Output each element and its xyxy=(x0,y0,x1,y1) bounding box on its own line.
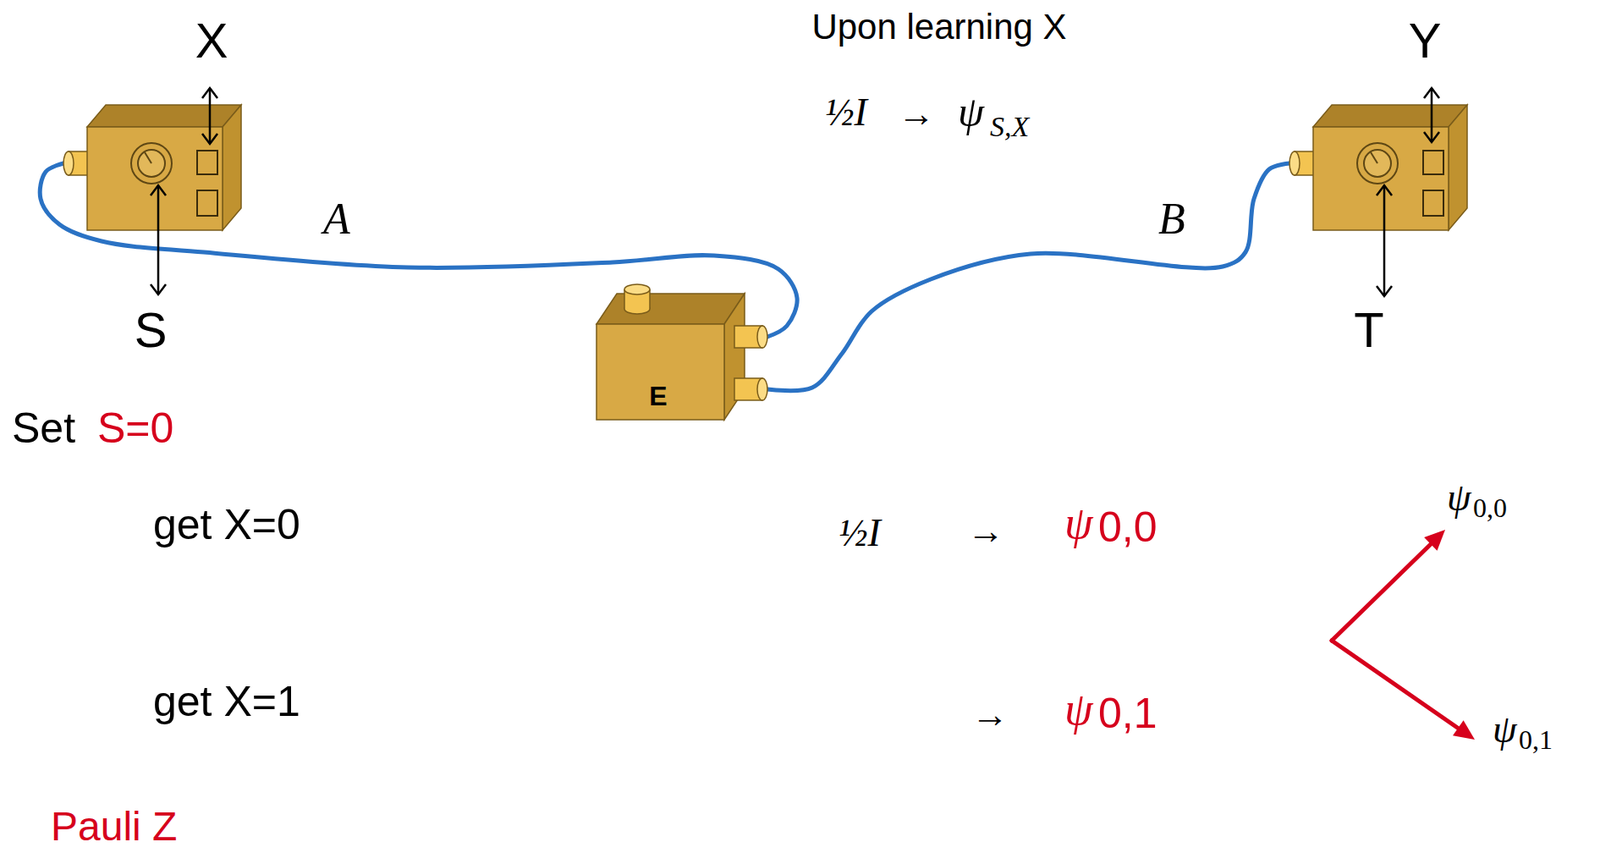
math-symbol: ψ xyxy=(1064,682,1094,736)
note-text: Pauli Z xyxy=(50,802,177,850)
arrow-shaft xyxy=(208,87,212,144)
arrow-head xyxy=(202,87,218,99)
box-art xyxy=(63,104,242,231)
math-term: ½I xyxy=(838,511,881,556)
box-side xyxy=(1448,104,1468,231)
setting-label: X xyxy=(195,12,229,70)
arrow-head xyxy=(1424,87,1440,99)
knob-pointer xyxy=(144,152,152,164)
knob-pointer xyxy=(1370,152,1378,164)
box-art xyxy=(592,279,768,420)
double-arrow xyxy=(1424,87,1440,143)
arrow-shaft xyxy=(1430,87,1434,143)
indicator-square xyxy=(1423,190,1444,216)
button-top xyxy=(624,284,650,295)
math-symbol: ψ xyxy=(957,87,985,138)
measurement-device: XS xyxy=(63,104,242,231)
box-top xyxy=(87,104,242,127)
double-arrow xyxy=(150,185,166,295)
math-subscript: 0,0 xyxy=(1098,503,1158,553)
vector-line xyxy=(1331,544,1431,641)
step-text: Set xyxy=(11,404,76,454)
arrow-head xyxy=(150,284,166,295)
box-top xyxy=(596,293,745,325)
box-label: E xyxy=(648,380,667,413)
double-arrow xyxy=(202,87,218,144)
double-arrow xyxy=(1376,185,1392,297)
plug-end xyxy=(63,151,74,176)
box-front xyxy=(596,324,725,420)
math-term: ½I xyxy=(824,90,868,136)
arrow-head xyxy=(1376,185,1392,196)
box-top xyxy=(1313,104,1468,127)
box-front xyxy=(87,126,223,231)
math-arrow: → xyxy=(967,510,1005,554)
math-arrow: → xyxy=(897,93,935,137)
vector-subscript: 0,0 xyxy=(1473,492,1507,524)
plug-end xyxy=(757,325,768,348)
measurement-device: YT xyxy=(1289,104,1468,231)
setting-label: S xyxy=(134,302,168,359)
vector-label: ψ xyxy=(1446,475,1472,521)
heading-text: Upon learning X xyxy=(811,6,1067,48)
source-box: E xyxy=(592,279,768,420)
indicator-square xyxy=(197,190,218,216)
plug-end xyxy=(757,378,768,401)
indicator-square xyxy=(197,150,218,175)
math-subscript: 0,1 xyxy=(1098,689,1158,739)
vector-line xyxy=(1331,640,1459,729)
arrow-head xyxy=(150,185,166,196)
knob xyxy=(1357,142,1398,184)
vector-head xyxy=(1424,529,1446,551)
cable-label: A xyxy=(319,193,354,245)
vector-label: ψ xyxy=(1492,707,1518,753)
math-arrow: → xyxy=(971,693,1009,737)
cable xyxy=(767,163,1290,391)
box-art xyxy=(1289,104,1468,231)
arrow-head xyxy=(202,133,218,144)
arrow-shaft xyxy=(157,185,160,295)
knob xyxy=(131,142,172,184)
box-side xyxy=(222,104,242,231)
indicator-square xyxy=(1423,150,1444,175)
vector-subscript: 0,1 xyxy=(1518,724,1553,756)
math-symbol: ψ xyxy=(1064,496,1094,550)
arrow-shaft xyxy=(1383,185,1386,297)
knob-inner xyxy=(137,149,165,177)
knob-inner xyxy=(1363,149,1392,177)
cable-label: B xyxy=(1154,193,1189,245)
step-text: get X=1 xyxy=(153,677,301,727)
arrow-head xyxy=(1376,285,1392,297)
arrow-head xyxy=(1424,131,1440,143)
step-text: get X=0 xyxy=(153,500,301,550)
plug-end xyxy=(1289,151,1300,176)
setting-label: T xyxy=(1353,302,1384,359)
step-value: S=0 xyxy=(97,404,174,454)
math-subscript: S,X xyxy=(989,109,1029,143)
box-front xyxy=(1313,126,1449,231)
vector-head xyxy=(1452,720,1475,740)
setting-label: Y xyxy=(1408,12,1442,70)
